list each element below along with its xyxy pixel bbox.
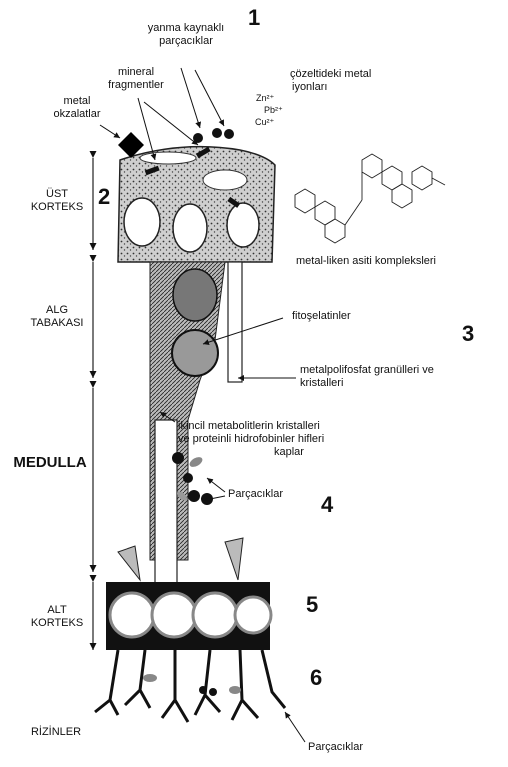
label-metal-polyphosphate: metalpolifosfat granülleri ve kristaller… [300, 364, 500, 390]
label-phytochelatins: fitoşelatinler [292, 310, 351, 323]
label-combustion-particles-line2: parçacıklar [125, 35, 247, 48]
rhizines [95, 650, 285, 722]
layer-lower-cortex-line1: ALT [22, 604, 92, 617]
marker-5: 5 [306, 592, 318, 618]
layer-lower-cortex-line2: KORTEKS [22, 617, 92, 630]
layer-upper-cortex-line2: KORTEKS [22, 201, 92, 214]
label-mineral-fragments: mineral fragmentler [96, 66, 176, 92]
upper-cortex [118, 128, 275, 262]
label-metal-lichen-acid-complexes: metal-liken asiti kompleksleri [296, 255, 496, 268]
label-mineral-fragments-line1: mineral [96, 66, 176, 79]
label-metal-ions-line1: çözeltideki metal [290, 68, 410, 81]
marker-2: 2 [98, 184, 110, 210]
layer-algal-line2: TABAKASI [22, 317, 92, 330]
marker-6: 6 [310, 665, 322, 691]
label-metal-polyphosphate-line1: metalpolifosfat granülleri ve [300, 364, 500, 377]
metal-lichen-acid-complex [295, 154, 445, 243]
layer-medulla: MEDULLA [8, 456, 92, 469]
label-metal-ions-in-solution: çözeltideki metal iyonları [290, 68, 410, 94]
marker-1: 1 [248, 5, 260, 31]
label-secondary-metabolites-line2: ve proteinli hidrofobinler hifleri [178, 433, 408, 446]
label-secondary-metabolites-line1: ikincil metabolitlerin kristalleri [178, 420, 408, 433]
label-secondary-metabolites: ikincil metabolitlerin kristalleri ve pr… [178, 420, 408, 459]
label-combustion-particles: yanma kaynaklı parçacıklar [125, 22, 247, 48]
layer-lower-cortex: ALT KORTEKS [22, 604, 92, 630]
rhizine-particles [143, 674, 241, 696]
label-mineral-fragments-line2: fragmentler [96, 79, 176, 92]
label-particles-medulla: Parçacıklar [228, 488, 283, 501]
layer-upper-cortex-line1: ÜST [22, 188, 92, 201]
label-metal-ions-line2: iyonları [290, 81, 410, 94]
layer-algal: ALG TABAKASI [22, 304, 92, 330]
label-combustion-particles-line1: yanma kaynaklı [125, 22, 247, 35]
label-secondary-metabolites-line3: kaplar [178, 446, 408, 459]
label-metal-polyphosphate-line2: kristalleri [300, 377, 500, 390]
marker-3: 3 [462, 321, 474, 347]
label-metal-oxalates-line1: metal [42, 95, 112, 108]
label-particles-rhizines: Parçacıklar [308, 741, 363, 754]
label-metal-oxalates-line2: okzalatlar [42, 108, 112, 121]
label-metal-oxalates: metal okzalatlar [42, 95, 112, 121]
layer-algal-line1: ALG [22, 304, 92, 317]
layer-rhizines: RİZİNLER [18, 726, 94, 739]
ion-cu: Cu²⁺ [255, 116, 274, 129]
layer-upper-cortex: ÜST KORTEKS [22, 188, 92, 214]
marker-4: 4 [321, 492, 333, 518]
